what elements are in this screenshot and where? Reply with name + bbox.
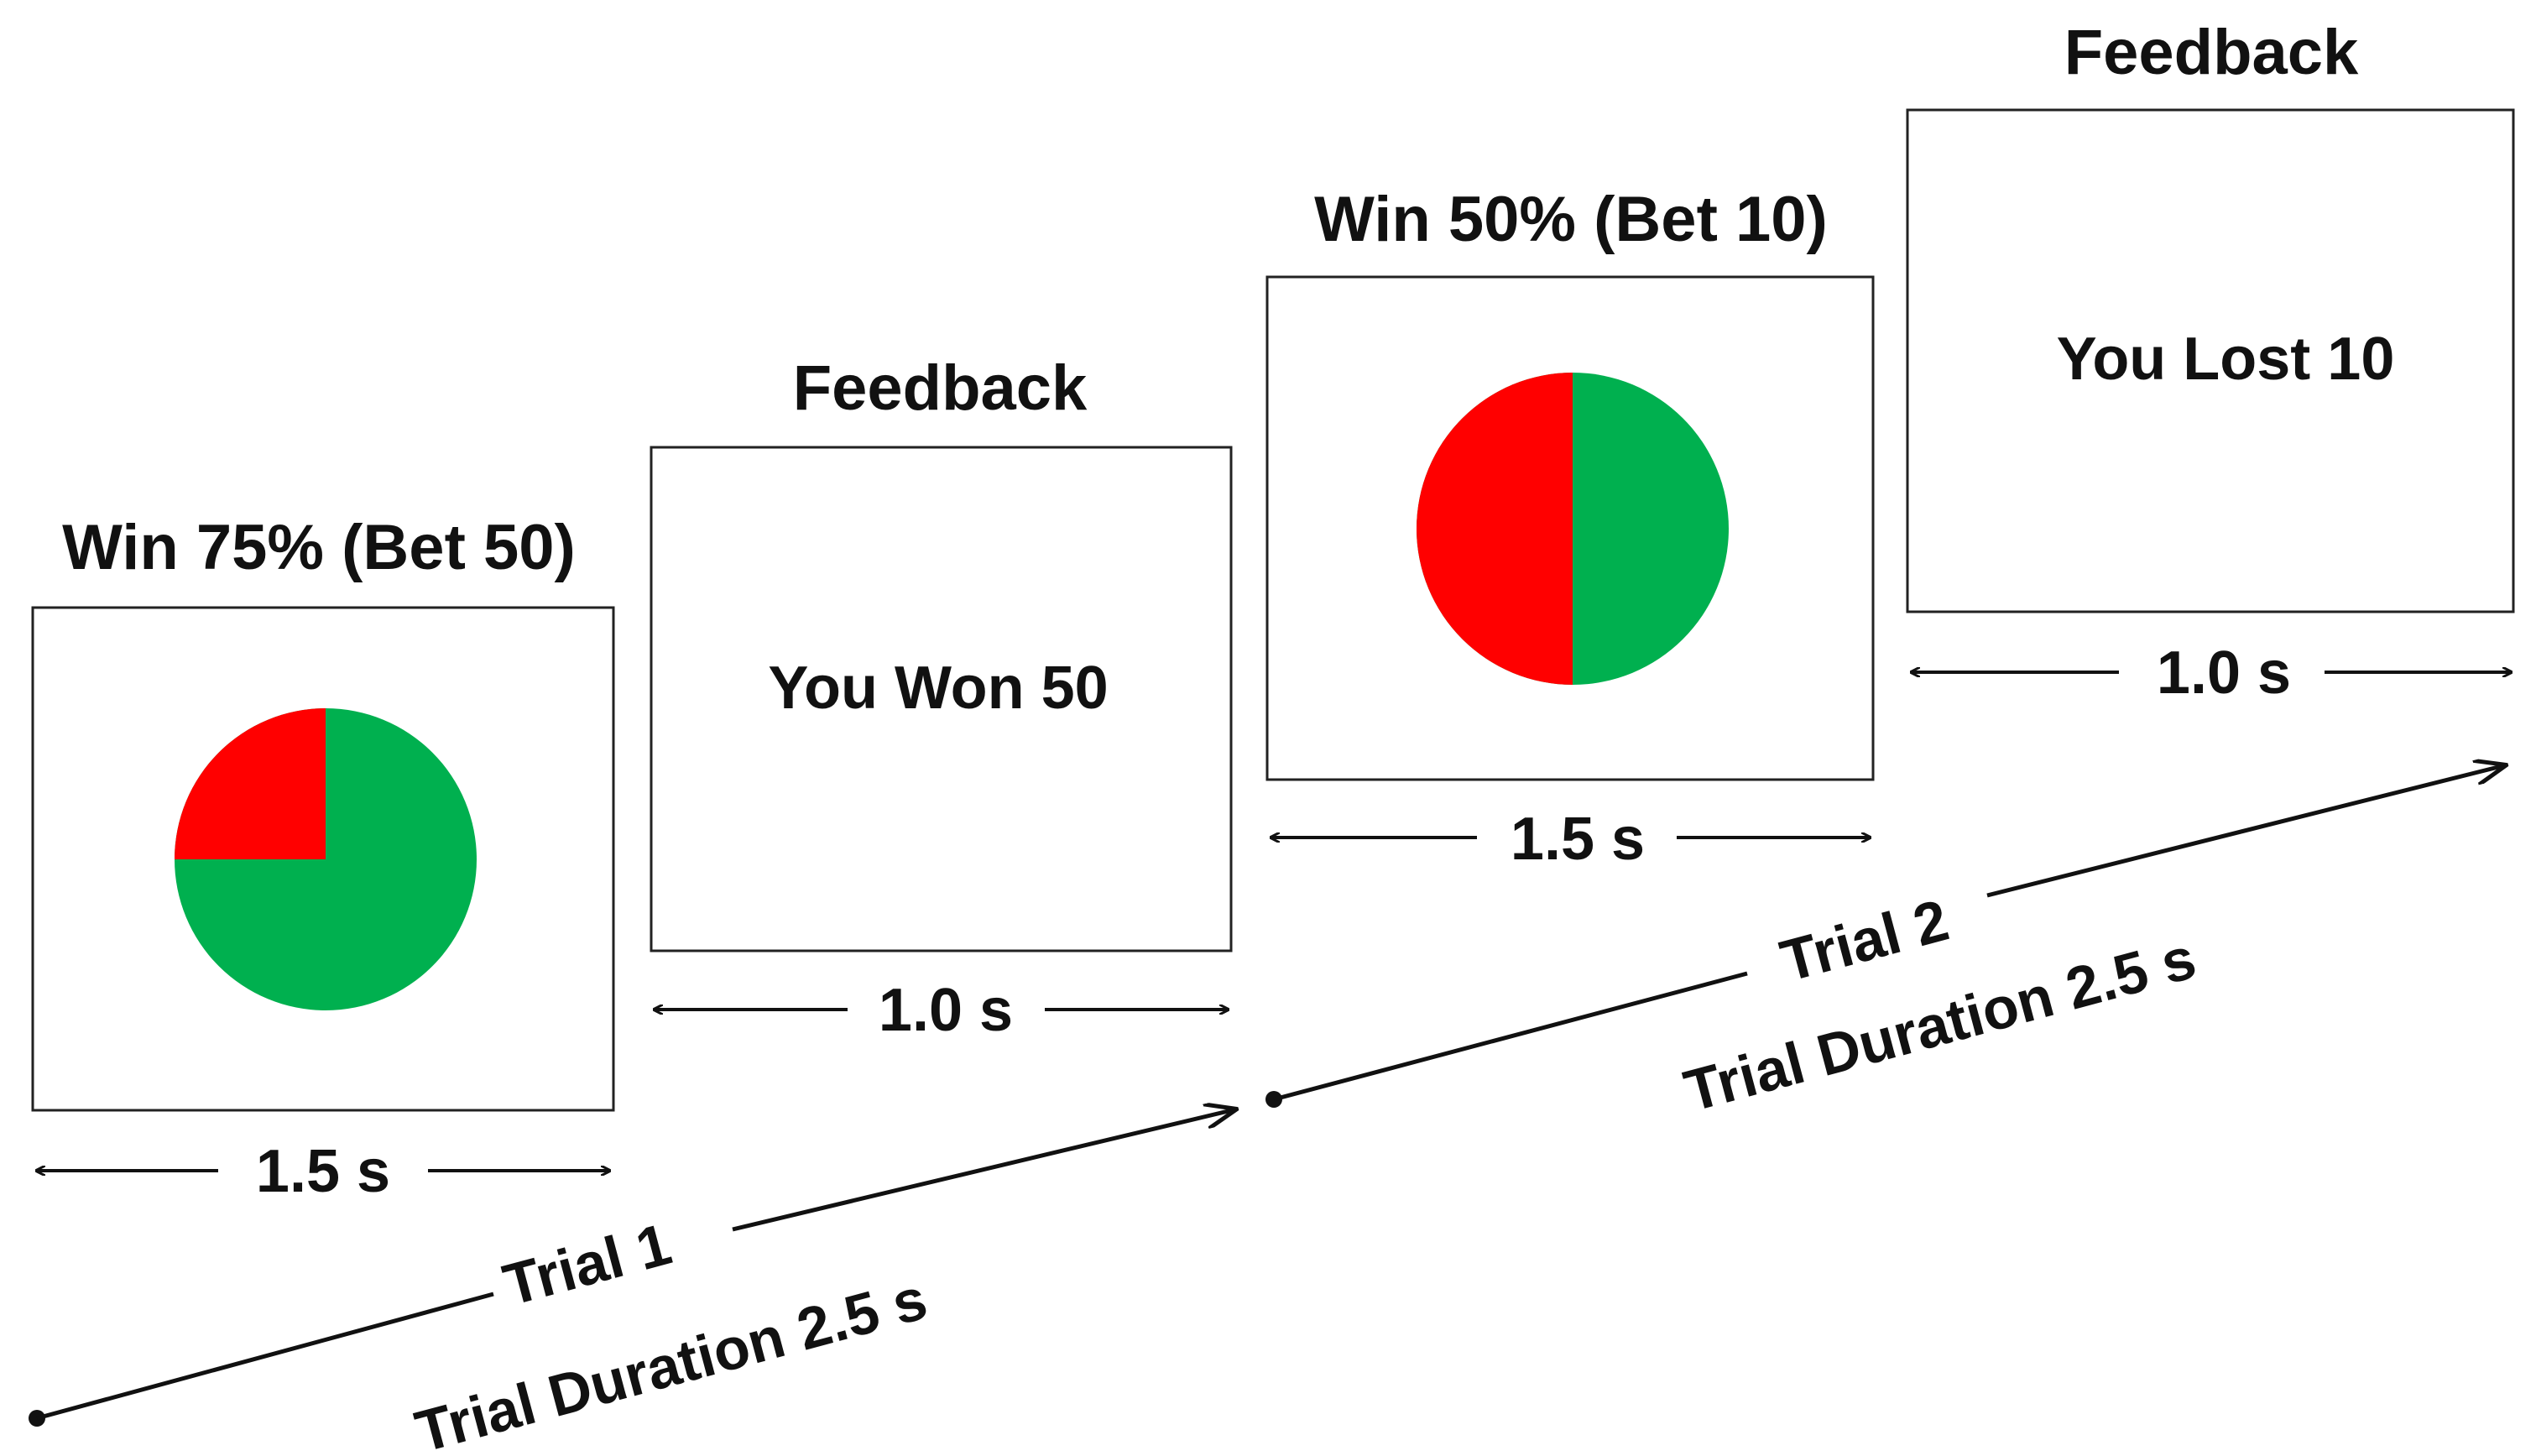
- screen-duration: 1.0 s: [879, 977, 1013, 1044]
- feedback-message: You Lost 10: [2057, 326, 2395, 393]
- screen-duration: 1.5 s: [1511, 806, 1645, 873]
- screen-frame: [1906, 108, 2515, 613]
- screen-trial1-gamble: Win 75% (Bet 50) 1.5 s: [31, 512, 615, 1205]
- screen-frame: [650, 446, 1233, 952]
- trial2-timeline: Trial 2 Trial Duration 2.5 s: [1265, 765, 2505, 1125]
- trial-duration: Trial Duration 2.5 s: [1678, 925, 2202, 1124]
- screen-title: Feedback: [2064, 17, 2359, 88]
- pie-lose-slice: [175, 708, 326, 859]
- screen-title: Win 50% (Bet 10): [1314, 184, 1828, 255]
- pie-lose-slice: [1417, 373, 1573, 685]
- trial-name: Trial 2: [1774, 887, 1955, 994]
- screen-title: Win 75% (Bet 50): [62, 512, 576, 583]
- feedback-message: You Won 50: [768, 655, 1108, 722]
- trial-name: Trial 1: [497, 1211, 678, 1318]
- screen-duration: 1.0 s: [2157, 639, 2291, 707]
- timeline-arrow: [1986, 765, 2505, 898]
- trial1-timeline: Trial 1 Trial Duration 2.5 s: [29, 1109, 1235, 1456]
- screen-trial1-feedback: Feedback You Won 50 1.0 s: [650, 352, 1233, 1044]
- timeline-segment: [1273, 971, 1748, 1102]
- win-probability-pie: [1417, 373, 1729, 685]
- screen-duration: 1.5 s: [256, 1138, 390, 1205]
- screen-title: Feedback: [793, 352, 1088, 424]
- win-probability-pie: [175, 708, 477, 1010]
- timeline-arrow: [732, 1109, 1235, 1232]
- screen-trial2-gamble: Win 50% (Bet 10) 1.5 s: [1265, 184, 1875, 873]
- screen-trial2-feedback: Feedback You Lost 10 1.0 s: [1906, 17, 2515, 707]
- timeline-segment: [36, 1292, 494, 1421]
